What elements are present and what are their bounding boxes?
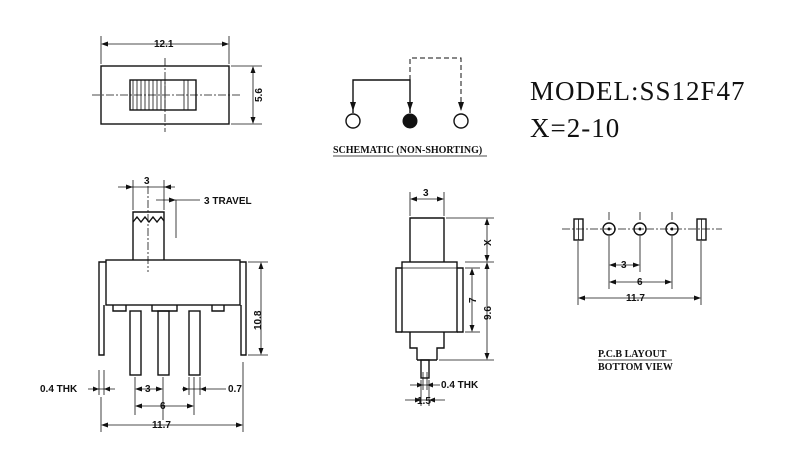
terminal-1 xyxy=(345,113,361,129)
front-view: 3 3 TRAVEL 10.8 0.4 THK 0.7 3 xyxy=(40,176,268,432)
model-name: MODEL:SS12F47 xyxy=(530,76,746,106)
terminal-common xyxy=(402,113,418,129)
pcb-span-label: 6 xyxy=(637,277,643,288)
pcb-hole-3 xyxy=(665,222,679,236)
schematic: SCHEMATIC (NON-SHORTING) xyxy=(333,57,487,157)
front-travel-label: 3 TRAVEL xyxy=(204,196,252,207)
side-pin-label: 1.5 xyxy=(417,396,431,407)
front-thk-label: 0.4 THK xyxy=(40,384,78,395)
side-body-label: 7 xyxy=(468,297,479,303)
front-pin-left xyxy=(129,310,142,376)
top-height-label: 5.6 xyxy=(254,88,265,102)
front-height-label: 10.8 xyxy=(253,310,264,330)
top-width-label: 12.1 xyxy=(154,39,174,50)
pcb-layout: 3 6 11.7 P.C.B LAYOUT BOTTOM VIEW xyxy=(562,212,722,373)
pcb-hole-1 xyxy=(602,222,616,236)
side-thk-label: 0.4 THK xyxy=(441,380,479,391)
front-pitch-top-label: 3 xyxy=(144,176,150,187)
front-pitch-bottom-label: 3 xyxy=(145,384,151,395)
front-overall-label: 11.7 xyxy=(152,420,171,431)
front-pin-right xyxy=(188,310,201,376)
pcb-overall-label: 11.7 xyxy=(626,293,645,304)
side-pin xyxy=(420,359,430,379)
side-total-label: 9.6 xyxy=(483,306,494,320)
side-x-label: X xyxy=(483,239,494,246)
pcb-label-1: P.C.B LAYOUT xyxy=(598,349,667,360)
pcb-hole-2 xyxy=(633,222,647,236)
pcb-label-2: BOTTOM VIEW xyxy=(598,362,673,373)
model-x-range: X=2-10 xyxy=(530,113,620,143)
top-view: 12.1 5.6 xyxy=(92,36,265,132)
terminal-3 xyxy=(453,113,469,129)
front-pin-center xyxy=(157,310,170,376)
side-actuator-label: 3 xyxy=(423,188,429,199)
front-pin-width-label: 0.7 xyxy=(228,384,242,395)
schematic-label: SCHEMATIC (NON-SHORTING) xyxy=(333,145,482,156)
side-view: 3 X 7 9.6 0.4 THK 1.5 xyxy=(395,188,494,407)
pcb-pitch-label: 3 xyxy=(621,260,627,271)
front-span-label: 6 xyxy=(160,401,166,412)
